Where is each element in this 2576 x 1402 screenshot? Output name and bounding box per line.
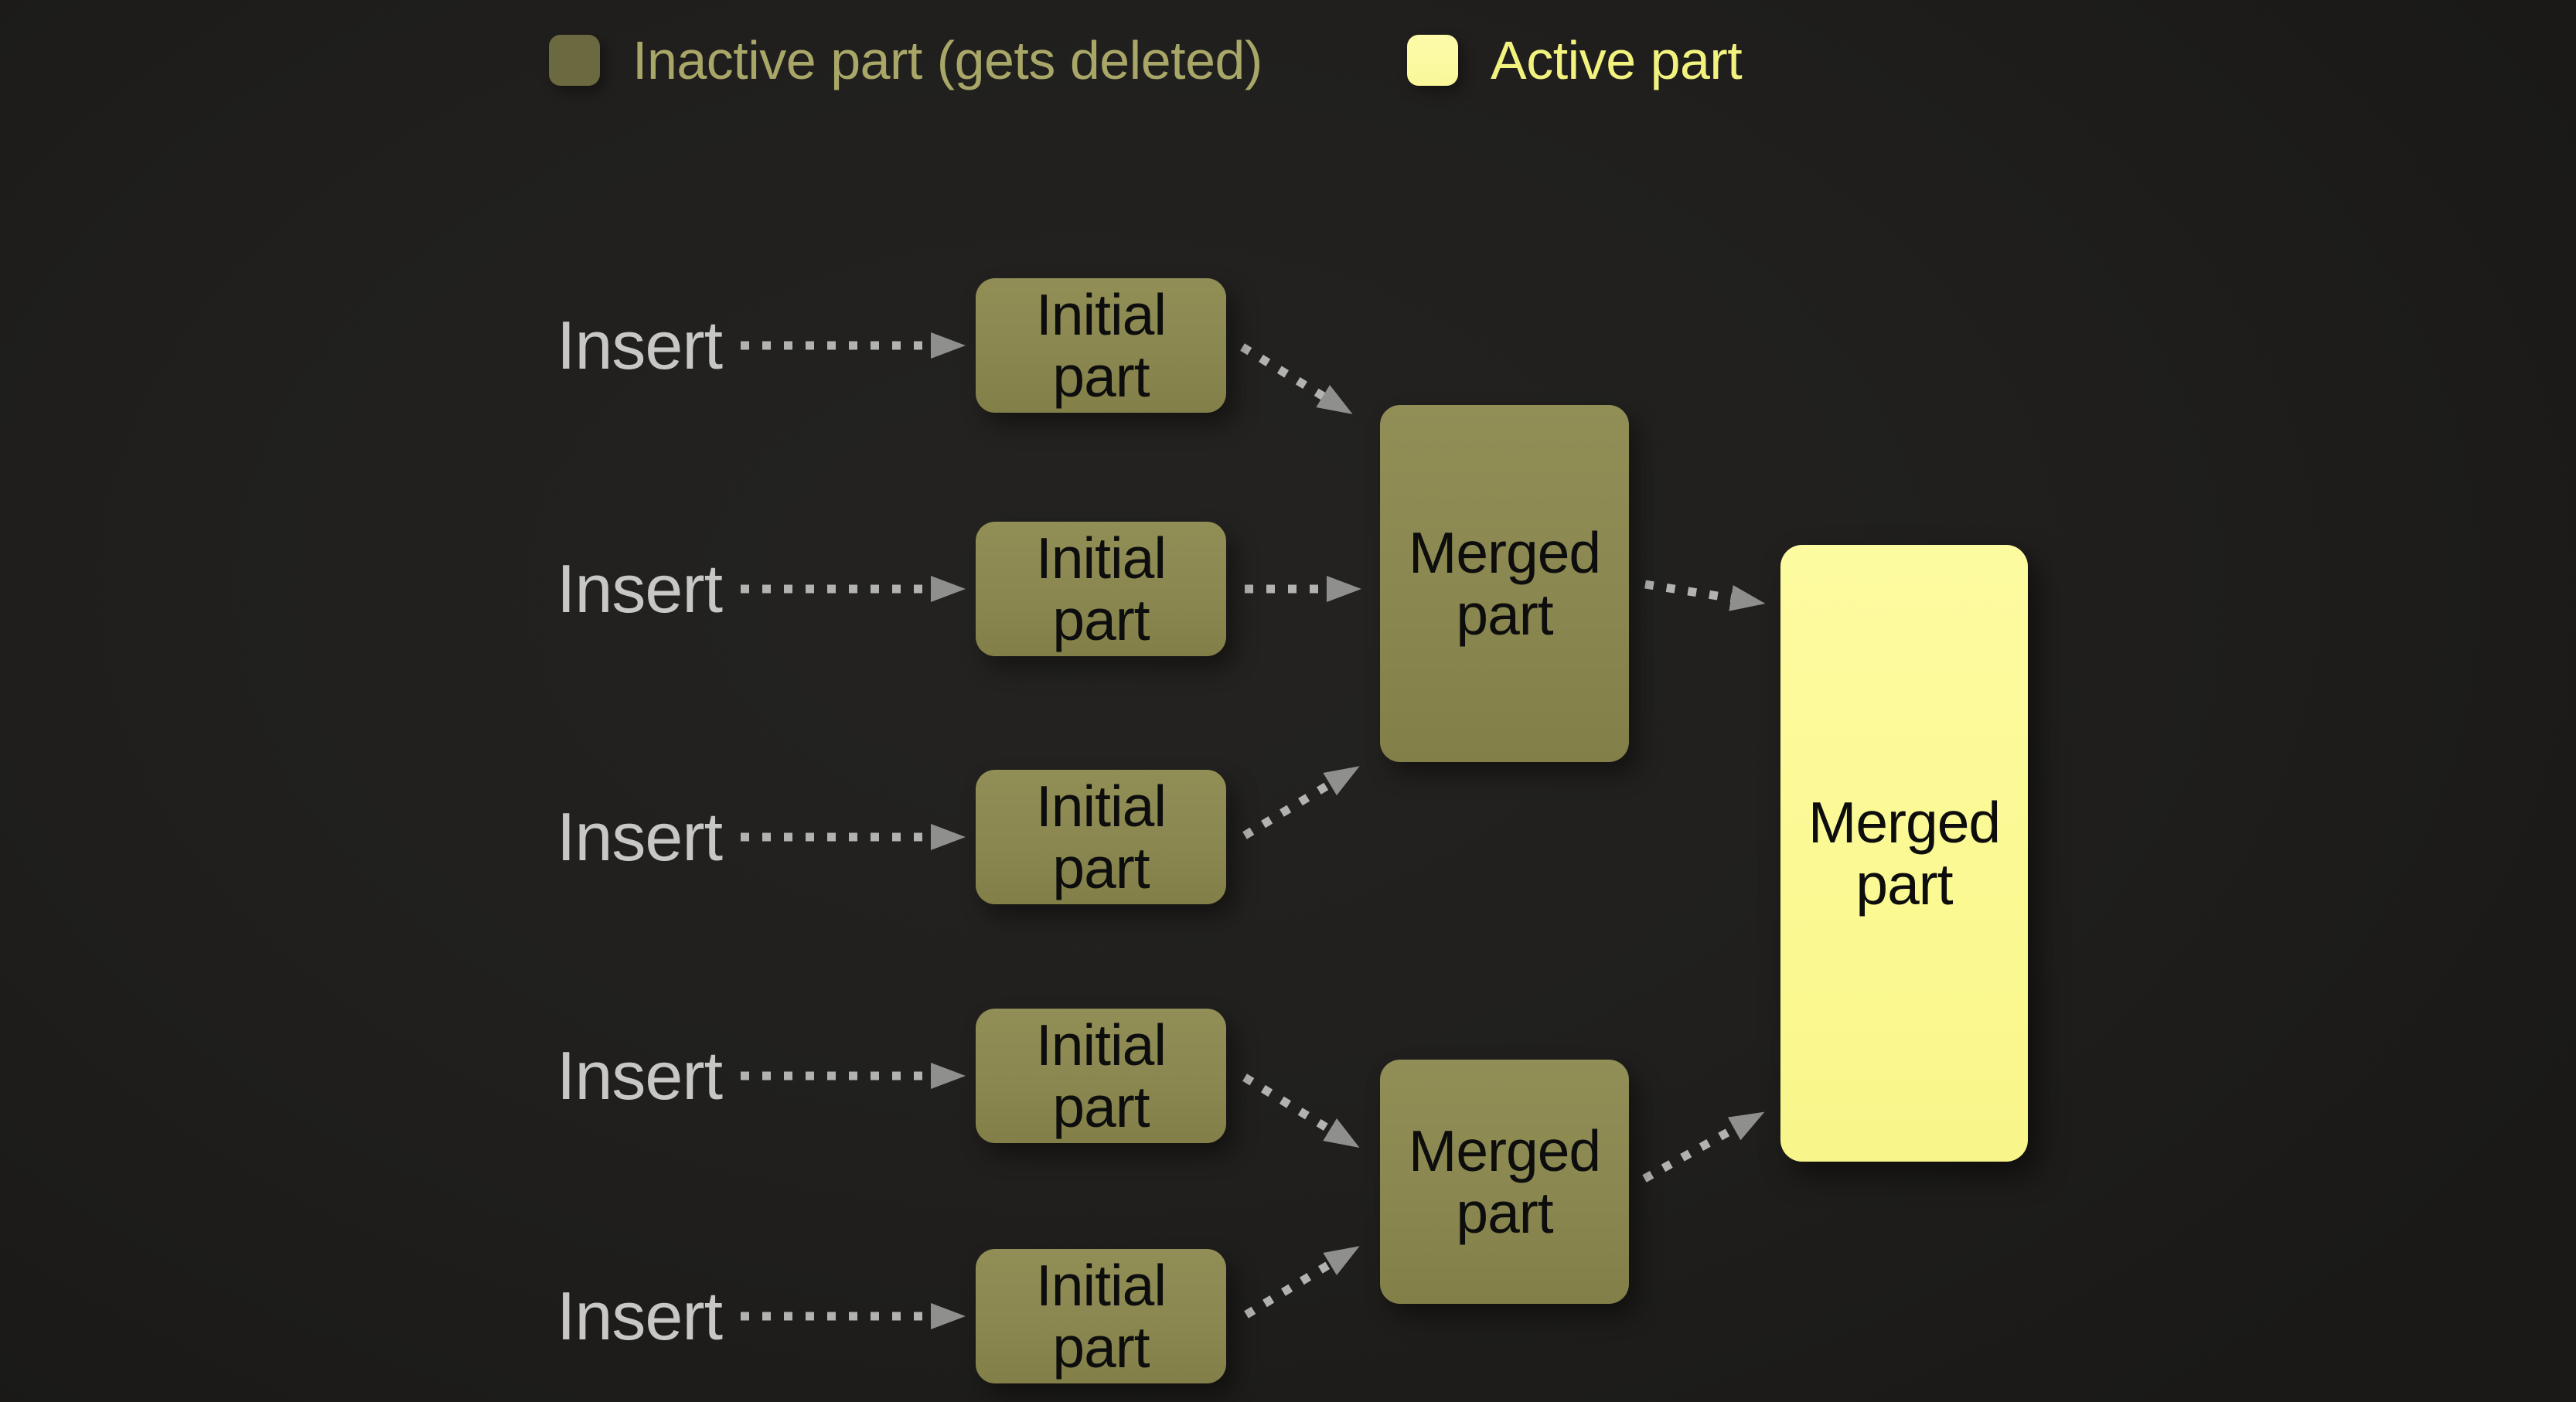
arrow-merged-2-to-final (1642, 1111, 1765, 1183)
inactive-color-swatch (549, 35, 600, 86)
legend-label-inactive: Inactive part (gets deleted) (632, 30, 1262, 90)
insert-label-5: Insert (557, 1278, 723, 1354)
merged-part-box-1: Merged part (1380, 405, 1629, 762)
arrow-initial-3-to-merged-1 (1242, 766, 1360, 839)
final-merged-part-box: Merged part (1780, 545, 2028, 1162)
initial-part-box-4: Initial part (976, 1009, 1226, 1143)
legend-item-active: Active part (1407, 30, 1743, 90)
initial-part-box-5: Initial part (976, 1249, 1226, 1383)
active-color-swatch (1407, 35, 1458, 86)
insert-label-4: Insert (557, 1037, 723, 1114)
insert-label-2: Insert (557, 550, 723, 627)
legend-label-active: Active part (1491, 30, 1743, 90)
arrow-initial-5-to-merged-2 (1244, 1246, 1360, 1319)
initial-part-box-2: Initial part (976, 522, 1226, 656)
arrow-merged-1-to-final (1644, 580, 1766, 611)
insert-label-1: Insert (557, 307, 723, 383)
arrow-initial-4-to-merged-2 (1242, 1074, 1360, 1148)
insert-label-3: Insert (557, 798, 723, 875)
merged-part-box-2: Merged part (1380, 1060, 1629, 1304)
initial-part-box-1: Initial part (976, 278, 1226, 413)
legend-item-inactive: Inactive part (gets deleted) (549, 30, 1262, 90)
initial-part-box-3: Initial part (976, 770, 1226, 904)
arrow-initial-1-to-merged-1 (1240, 343, 1353, 414)
